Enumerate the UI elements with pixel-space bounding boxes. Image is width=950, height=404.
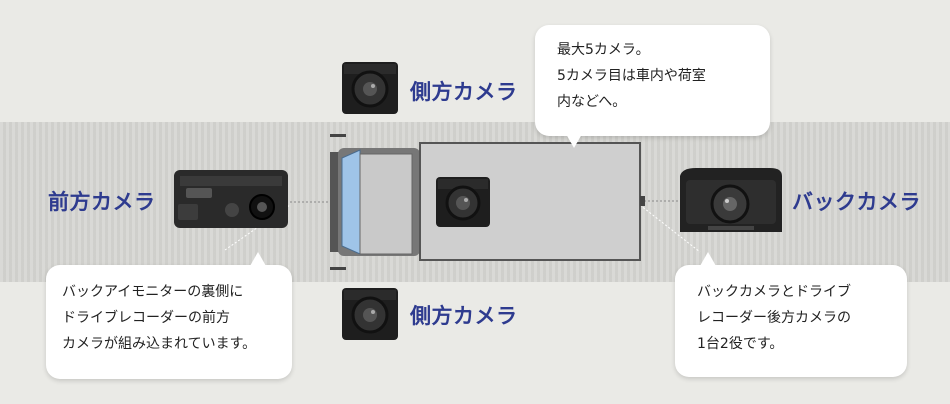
bubble-line: レコーダー後方カメラの [697, 310, 851, 326]
bubble-tail [566, 134, 582, 148]
side-camera-label-top: 側方カメラ [410, 80, 518, 104]
bubble-line: カメラが組み込まれています。 [62, 336, 257, 352]
info-bubble-bottom-left: バックアイモニターの裏側に ドライブレコーダーの前方 カメラが組み込まれています… [46, 265, 292, 379]
front-monitor-camera-icon [174, 170, 288, 228]
bubble-line: 5カメラ目は車内や荷室 [557, 68, 706, 84]
bubble-tail [250, 252, 266, 266]
side-camera-icon [342, 288, 398, 340]
truck-cab [330, 134, 420, 270]
front-camera-label: 前方カメラ [48, 190, 156, 214]
bubble-line: 1台2役です。 [697, 336, 784, 352]
back-camera-icon [680, 168, 782, 232]
bubble-line: バックカメラとドライブ [697, 284, 851, 300]
cargo-camera-icon [436, 177, 490, 227]
side-camera-icon [342, 62, 398, 114]
bubble-tail [700, 252, 716, 266]
bubble-line: 内などへ。 [557, 94, 627, 110]
back-camera-label: バックカメラ [792, 190, 921, 214]
info-bubble-top: 最大5カメラ。 5カメラ目は車内や荷室 内などへ。 [535, 25, 770, 136]
bubble-line: バックアイモニターの裏側に [62, 284, 244, 300]
bubble-line: ドライブレコーダーの前方 [62, 310, 230, 326]
side-camera-label-bottom: 側方カメラ [410, 304, 518, 328]
bubble-line: 最大5カメラ。 [557, 42, 650, 58]
info-bubble-bottom-right: バックカメラとドライブ レコーダー後方カメラの 1台2役です。 [675, 265, 907, 377]
